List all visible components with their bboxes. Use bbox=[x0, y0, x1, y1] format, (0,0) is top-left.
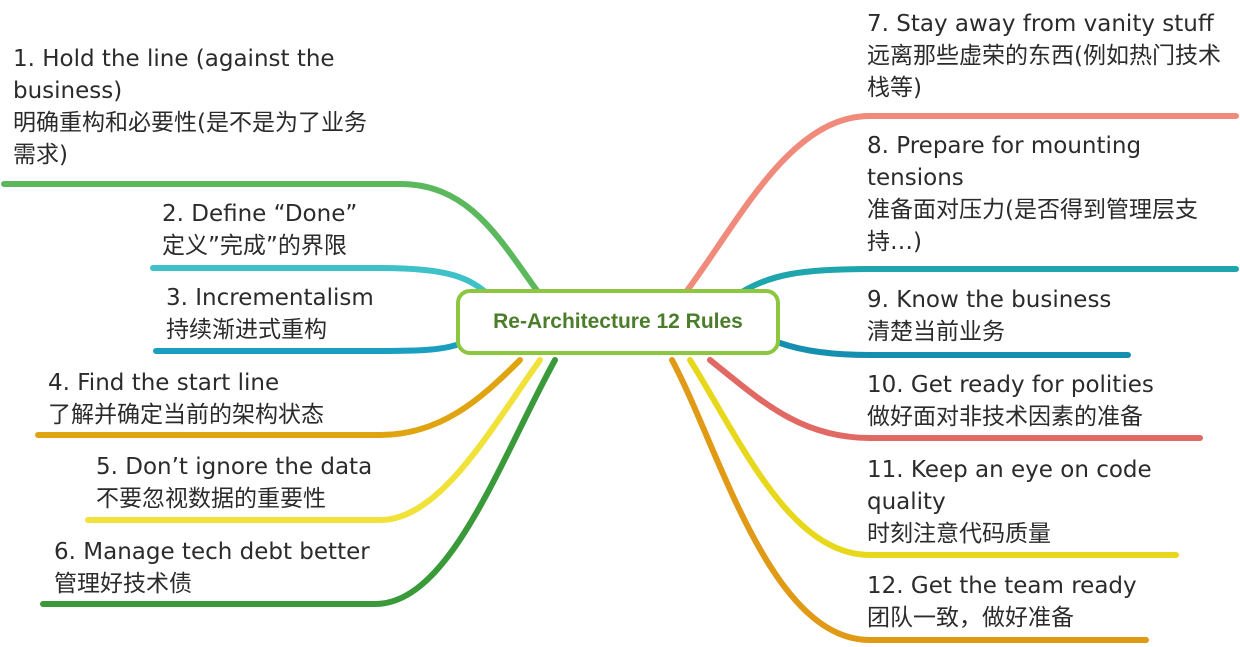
rule-4-english: 4. Find the start line bbox=[48, 370, 280, 396]
rule-10-chinese: 做好面对非技术因素的准备 bbox=[867, 404, 1143, 430]
rule-9-node[interactable]: 9. Know the business 清楚当前业务 bbox=[867, 284, 1111, 348]
rule-5-node[interactable]: 5. Don’t ignore the data 不要忽视数据的重要性 bbox=[96, 451, 372, 515]
rule-8-english: 8. Prepare for mounting tensions bbox=[867, 133, 1142, 191]
rule-3-chinese: 持续渐进式重构 bbox=[166, 317, 327, 343]
branch-10 bbox=[707, 357, 1203, 441]
rule-12-english: 12. Get the team ready bbox=[867, 573, 1137, 599]
rule-11-english: 11. Keep an eye on code quality bbox=[867, 457, 1152, 515]
rule-4-node[interactable]: 4. Find the start line 了解并确定当前的架构状态 bbox=[48, 367, 324, 431]
rule-2-english: 2. Define “Done” bbox=[162, 201, 358, 227]
rule-9-chinese: 清楚当前业务 bbox=[867, 319, 1005, 345]
rule-4-chinese: 了解并确定当前的架构状态 bbox=[48, 402, 324, 428]
rule-10-english: 10. Get ready for polities bbox=[867, 372, 1154, 398]
branch-12 bbox=[669, 357, 1149, 643]
branch-6 bbox=[40, 357, 558, 607]
rule-8-node[interactable]: 8. Prepare for mounting tensions 准备面对压力(… bbox=[867, 130, 1229, 258]
rule-11-chinese: 时刻注意代码质量 bbox=[867, 521, 1051, 547]
central-topic[interactable]: Re-Architecture 12 Rules bbox=[456, 289, 780, 355]
central-topic-label: Re-Architecture 12 Rules bbox=[493, 310, 743, 333]
rule-7-chinese: 远离那些虚荣的东西(例如热门技术栈等) bbox=[867, 43, 1221, 101]
rule-8-chinese: 准备面对压力(是否得到管理层支持…) bbox=[867, 197, 1198, 255]
rule-5-english: 5. Don’t ignore the data bbox=[96, 454, 373, 480]
rule-1-chinese-text: 明确重构和必要性(是不是为了业务需求) bbox=[13, 110, 367, 168]
rule-7-english: 7. Stay away from vanity stuff bbox=[867, 11, 1214, 37]
rule-1-english: 1. Hold the line (against the business) bbox=[13, 43, 383, 107]
rule-1-english-text: 1. Hold the line (against the business) bbox=[13, 46, 335, 104]
rule-1-chinese: 明确重构和必要性(是不是为了业务需求) bbox=[13, 107, 383, 171]
rule-6-node[interactable]: 6. Manage tech debt better 管理好技术债 bbox=[54, 536, 370, 600]
branch-9 bbox=[777, 340, 1131, 358]
rule-12-node[interactable]: 12. Get the team ready 团队一致，做好准备 bbox=[867, 570, 1137, 634]
branch-4 bbox=[35, 357, 523, 438]
rule-6-english: 6. Manage tech debt better bbox=[54, 539, 370, 565]
rule-10-node[interactable]: 10. Get ready for polities 做好面对非技术因素的准备 bbox=[867, 369, 1154, 433]
rule-9-english: 9. Know the business bbox=[867, 287, 1112, 313]
branch-7 bbox=[683, 113, 1239, 295]
rule-3-node[interactable]: 3. Incrementalism 持续渐进式重构 bbox=[166, 282, 374, 346]
rule-2-chinese: 定义”完成”的界限 bbox=[162, 233, 347, 259]
rule-5-chinese: 不要忽视数据的重要性 bbox=[96, 486, 326, 512]
branch-1 bbox=[1, 181, 541, 295]
rule-1-node[interactable]: 1. Hold the line (against the business) … bbox=[13, 43, 383, 171]
rule-11-node[interactable]: 11. Keep an eye on code quality 时刻注意代码质量 bbox=[867, 454, 1177, 550]
rule-7-node[interactable]: 7. Stay away from vanity stuff 远离那些虚荣的东西… bbox=[867, 8, 1229, 104]
rule-12-chinese: 团队一致，做好准备 bbox=[867, 605, 1074, 631]
branch-3 bbox=[153, 340, 465, 354]
branch-8 bbox=[739, 266, 1239, 295]
rule-6-chinese: 管理好技术债 bbox=[54, 571, 192, 597]
branch-5 bbox=[85, 357, 543, 523]
rule-2-node[interactable]: 2. Define “Done” 定义”完成”的界限 bbox=[162, 198, 357, 262]
branch-11 bbox=[687, 357, 1179, 558]
rule-3-english: 3. Incrementalism bbox=[166, 285, 374, 311]
